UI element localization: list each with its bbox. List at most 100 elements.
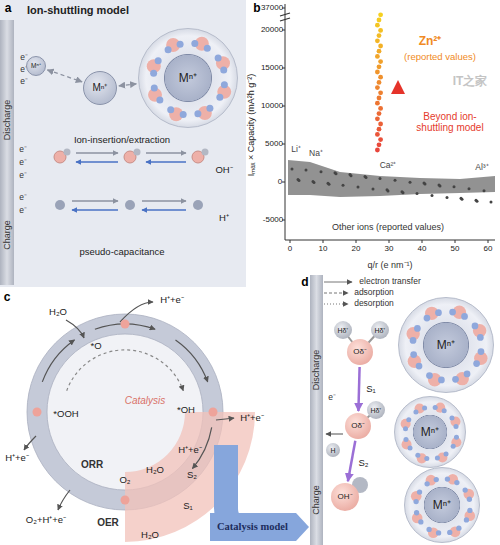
water-h <box>414 325 421 332</box>
water-h <box>408 446 413 451</box>
node-text: Discharge <box>3 99 12 140</box>
zn-point <box>377 33 382 38</box>
text-label: Catalysis <box>125 395 166 406</box>
oxygen-atom: Oδ⁻ <box>347 339 373 365</box>
node-text: Mⁿ⁺ <box>433 499 451 511</box>
text-label: Li⁺ <box>291 145 301 154</box>
text-label: e⁻ <box>19 193 27 202</box>
zn-point <box>375 23 380 28</box>
node-text: Mⁿ⁺ <box>179 72 197 84</box>
water-h <box>426 527 431 532</box>
zn-point <box>377 80 382 85</box>
water-h <box>467 497 472 502</box>
water-h <box>467 508 472 513</box>
text-label: IT之家 <box>453 75 488 88</box>
text-label: *O <box>90 341 101 351</box>
water-h <box>447 530 452 535</box>
ion-point <box>446 196 449 199</box>
text-label: Zn²⁺ <box>419 35 442 48</box>
oxygen-atom: Oδ⁻ <box>345 413 371 439</box>
text-label: 37000 <box>261 4 283 13</box>
ion-point <box>357 186 360 189</box>
ion-point <box>460 197 463 200</box>
water-h <box>403 437 408 442</box>
ion-point <box>312 180 315 183</box>
text-label: H⁺ <box>219 213 229 223</box>
water-h <box>150 70 157 77</box>
text-label: Beyond ion-shuttling model <box>406 111 494 133</box>
ion-point <box>409 181 412 184</box>
node-text: Mⁿ⁺ <box>437 339 455 351</box>
text-label: S₂ <box>187 470 197 480</box>
zn-point <box>375 132 380 137</box>
water-h <box>434 477 439 482</box>
water-h <box>444 451 449 456</box>
water-h <box>452 376 459 383</box>
water-h <box>215 55 222 62</box>
node-text: Mⁿ⁺ <box>93 83 108 93</box>
water-h <box>435 455 440 460</box>
water-h <box>461 313 468 320</box>
text-label: 20000 <box>261 26 283 35</box>
zn-point <box>375 85 380 90</box>
connector <box>358 367 359 411</box>
text-label: H⁺+e⁻ <box>240 413 264 423</box>
text-label: 15000 <box>261 64 283 73</box>
node-text: Charge <box>312 485 321 515</box>
hydroxide-ion: OH⁻ <box>331 483 359 511</box>
water-h <box>449 309 456 316</box>
water-h <box>422 405 427 410</box>
water-h <box>454 435 459 440</box>
node-text: Hδ⁺ <box>371 407 382 414</box>
ion-point <box>483 189 486 192</box>
ion-circle: Mⁿ⁺ <box>83 71 117 105</box>
water-h <box>180 111 187 118</box>
zn-point <box>377 64 382 69</box>
water-h <box>191 40 198 47</box>
zn-point <box>377 49 382 54</box>
text-label: 20 <box>352 245 361 254</box>
zn-point <box>377 127 382 132</box>
text-label: H⁺+e⁻ <box>5 453 29 463</box>
text-label: O₂+H⁺+e⁻ <box>26 515 66 525</box>
other-ions-band <box>288 160 495 197</box>
text-label: 10000 <box>261 102 283 111</box>
text-label: ORR <box>81 459 103 470</box>
arrow-shape <box>210 513 309 541</box>
water-h <box>454 480 459 485</box>
node-text: Oδ⁻ <box>353 348 367 356</box>
chart-axes <box>280 4 495 243</box>
water-h <box>436 530 441 535</box>
water-h <box>413 499 418 504</box>
zn-point <box>377 18 382 23</box>
water-h <box>433 405 438 410</box>
zn-point <box>378 122 383 127</box>
text-label: 0 <box>288 245 292 254</box>
zn-point <box>378 75 383 80</box>
node-text: Discharge <box>312 350 321 391</box>
ion-point <box>386 188 389 191</box>
zn-point <box>378 44 383 49</box>
water-h <box>473 360 480 367</box>
text-label: e⁻ <box>328 393 336 402</box>
water-h <box>177 41 184 48</box>
water-h <box>415 453 420 458</box>
text-label: 30 <box>385 245 394 254</box>
node-text: Charge <box>3 220 12 250</box>
water-h <box>424 315 431 322</box>
water-h <box>403 426 408 431</box>
zn-point <box>375 38 380 43</box>
ion-point <box>305 168 308 171</box>
connector <box>348 441 355 482</box>
zn-point <box>377 111 382 116</box>
cycle-arrows <box>24 302 234 510</box>
water-h <box>410 351 417 358</box>
edge-label: S₁ <box>366 384 376 394</box>
oh-row <box>54 149 209 164</box>
water-h <box>156 96 163 103</box>
ion-point <box>490 201 493 204</box>
legend-lines <box>324 282 352 304</box>
text-label: H₂O <box>49 307 67 317</box>
node-text: OH⁻ <box>338 493 353 501</box>
text-label: c <box>4 291 11 304</box>
